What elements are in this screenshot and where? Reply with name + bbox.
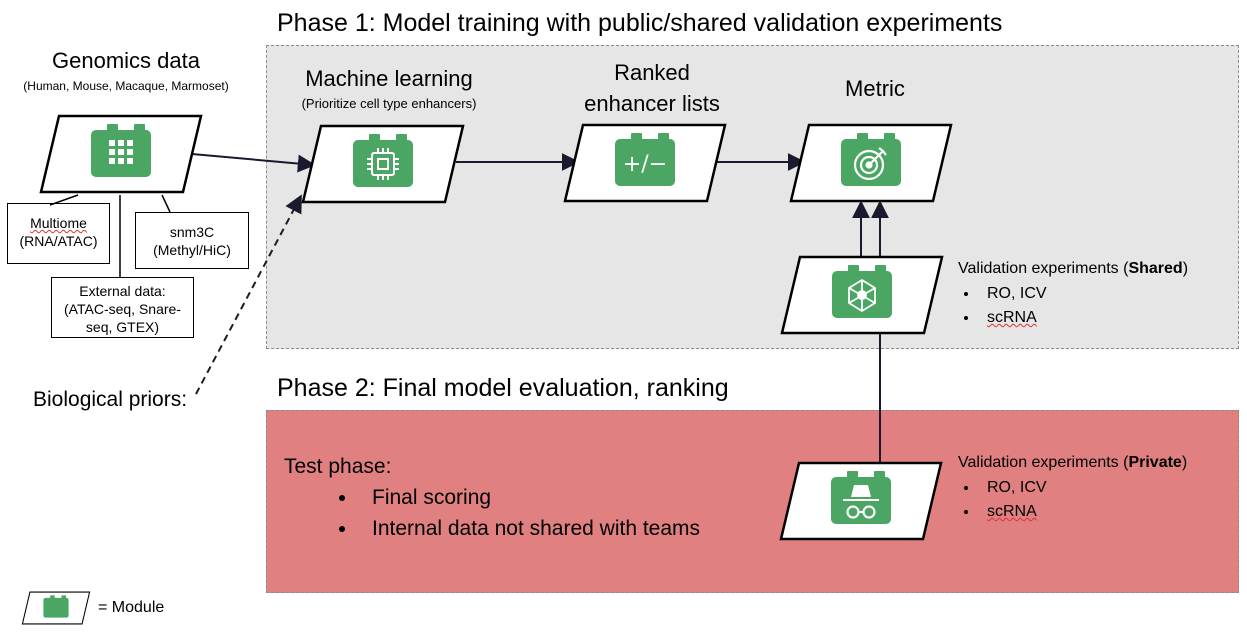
ranked-title-line2: enhancer lists	[584, 91, 720, 116]
biological-priors-label: Biological priors:	[33, 388, 188, 411]
module-machine-learning	[301, 124, 465, 204]
module-genomics	[39, 114, 203, 194]
genomics-title: Genomics data	[52, 48, 200, 73]
validation-shared-suffix: )	[1182, 260, 1189, 277]
module-validation-shared	[780, 255, 944, 335]
validation-shared-bold: Shared	[1128, 260, 1183, 277]
validation-shared-item: scRNA	[979, 306, 1047, 330]
module-ranked: +/−	[563, 123, 727, 203]
validation-private-prefix: Validation experiments (	[958, 454, 1129, 471]
incognito-icon	[843, 485, 879, 519]
phase2-panel	[266, 410, 1239, 593]
phase1-title: Phase 1: Model training with public/shar…	[277, 9, 1003, 37]
source-external-line1: External data:	[79, 283, 166, 299]
module-metric	[789, 123, 953, 203]
network-icon	[848, 278, 876, 313]
source-external-line3: seq, GTEX)	[85, 319, 160, 335]
validation-shared-prefix: Validation experiments (	[958, 260, 1129, 277]
legend-module-icon	[21, 591, 91, 625]
target-icon	[853, 147, 887, 181]
source-snm3c-box: snm3C (Methyl/HiC)	[135, 212, 249, 269]
validation-private-item: scRNA	[979, 500, 1047, 524]
legend-label: = Module	[98, 599, 165, 616]
ml-title: Machine learning	[305, 66, 473, 91]
ranked-title-line1: Ranked	[614, 60, 690, 85]
flow-arrows	[191, 153, 889, 464]
validation-private-bold: Private	[1128, 454, 1182, 471]
arrow-priors-to-ml	[195, 194, 302, 395]
source-multiome-line2: (RNA/ATAC)	[19, 233, 98, 249]
source-multiome-line1: Multiome	[30, 215, 87, 231]
validation-shared-item: RO, ICV	[979, 282, 1047, 306]
validation-private-suffix: )	[1181, 454, 1188, 471]
source-external-line2: (ATAC-seq, Snare-	[64, 301, 181, 317]
phase2-title: Phase 2: Final model evaluation, ranking	[277, 374, 729, 402]
metric-title: Metric	[845, 76, 905, 101]
validation-private-heading: Validation experiments (Private)	[958, 452, 1187, 474]
source-external-box: External data: (ATAC-seq, Snare- seq, GT…	[51, 277, 194, 338]
source-connectors	[49, 194, 171, 277]
validation-shared-heading: Validation experiments (Shared)	[958, 258, 1188, 280]
test-phase-item: Internal data not shared with teams	[358, 513, 700, 544]
source-multiome-box: Multiome (RNA/ATAC)	[7, 203, 110, 264]
source-snm3c-line2: (Methyl/HiC)	[153, 242, 231, 258]
test-phase-item: Final scoring	[358, 482, 700, 513]
test-phase-title: Test phase:	[284, 455, 392, 478]
test-phase-list: Final scoring Internal data not shared w…	[280, 482, 700, 544]
ml-subtitle: (Prioritize cell type enhancers)	[301, 96, 477, 111]
validation-private-item: RO, ICV	[979, 476, 1047, 500]
plus-minus-icon: +/−	[623, 152, 667, 177]
validation-shared-list: RO, ICV scRNA	[945, 282, 1047, 330]
genomics-subtitle: (Human, Mouse, Macaque, Marmoset)	[23, 79, 229, 93]
module-validation-private	[779, 461, 943, 541]
arrow-genomics-to-ml	[191, 153, 316, 173]
source-snm3c-line1: snm3C	[169, 224, 215, 240]
validation-private-list: RO, ICV scRNA	[945, 476, 1047, 524]
chip-icon	[367, 148, 399, 180]
grid-icon	[109, 140, 133, 164]
